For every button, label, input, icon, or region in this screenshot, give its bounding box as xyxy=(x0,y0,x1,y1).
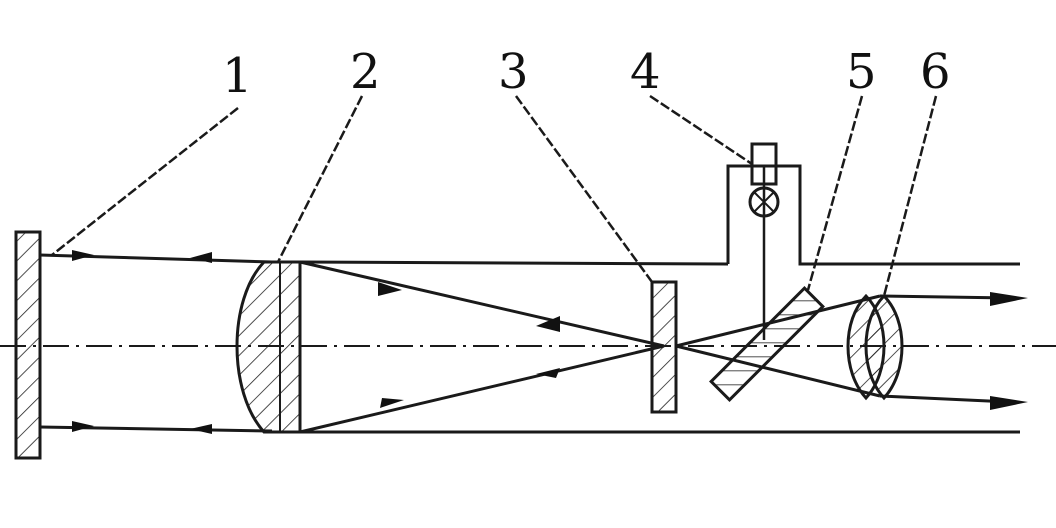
ray-converge-bottom xyxy=(299,344,665,434)
label-2: 2 xyxy=(350,44,381,100)
leader-1 xyxy=(51,107,239,256)
leader-6 xyxy=(882,95,938,297)
reticle-3 xyxy=(650,280,678,414)
lamp-housing xyxy=(726,164,1020,266)
ray-out-bottom xyxy=(879,394,1011,404)
ray-out-top xyxy=(879,294,1011,300)
leader-3 xyxy=(514,95,654,283)
label-3: 3 xyxy=(498,44,529,100)
leader-5 xyxy=(806,95,864,291)
mirror-1 xyxy=(14,230,42,460)
label-5: 5 xyxy=(846,44,877,100)
lamp-bulb xyxy=(748,186,780,218)
label-1: 1 xyxy=(222,48,253,104)
label-6: 6 xyxy=(920,44,951,100)
leader-4 xyxy=(649,94,753,166)
label-4: 4 xyxy=(630,44,661,100)
ray-diverge-down xyxy=(675,344,881,398)
ray-converge-top xyxy=(299,260,665,348)
beam-splitter-5 xyxy=(709,286,825,402)
beam-top xyxy=(299,260,729,266)
leader-2 xyxy=(276,95,364,263)
lens-2 xyxy=(235,260,302,434)
